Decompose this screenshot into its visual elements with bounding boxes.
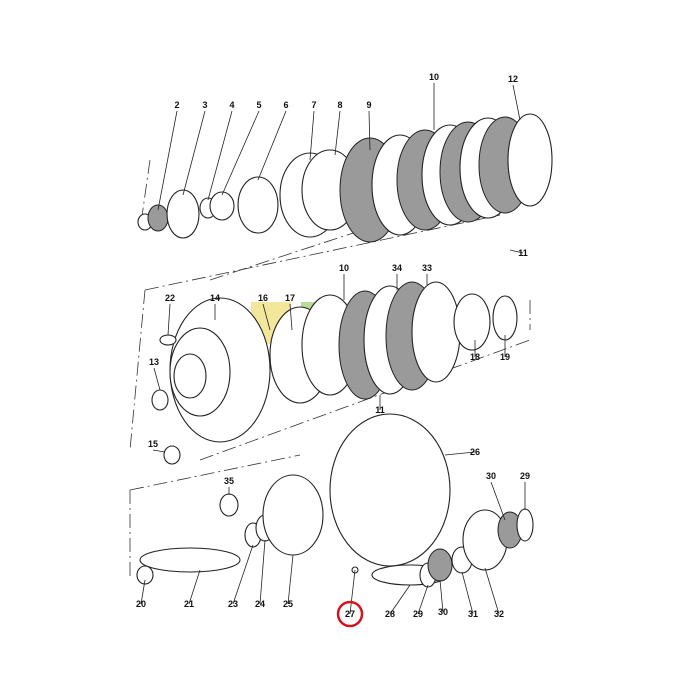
leader-line-30 (439, 579, 444, 613)
part-carrier-26 (329, 413, 451, 567)
part-bearing-housing (166, 189, 200, 239)
part-spring (453, 293, 491, 351)
leader-line-15 (152, 449, 166, 453)
leader-line-25 (287, 554, 294, 605)
part-label-35: 35 (224, 476, 234, 486)
part-label-15: 15 (148, 439, 158, 449)
leader-line-2 (157, 110, 178, 211)
part-label-8: 8 (337, 100, 342, 110)
leader-line-28 (389, 584, 411, 615)
part-label-13: 13 (149, 357, 159, 367)
leader-line-8 (334, 110, 341, 156)
part-label-25: 25 (283, 599, 293, 609)
part-label-29: 29 (520, 471, 530, 481)
parts-group (136, 113, 553, 588)
part-shaft-21 (139, 547, 241, 573)
part-end-plate (507, 113, 553, 207)
part-label-31: 31 (468, 609, 478, 619)
part-hub-bore (173, 353, 207, 399)
part-piston-ring (237, 176, 279, 234)
leader-line-20 (140, 579, 146, 605)
part-label-30: 30 (438, 607, 448, 617)
part-label-26: 26 (470, 447, 480, 457)
part-label-6: 6 (283, 100, 288, 110)
part-label-11: 11 (518, 248, 528, 258)
leader-line-7 (309, 110, 315, 161)
part-label-14: 14 (210, 293, 220, 303)
leader-line-3 (182, 110, 206, 196)
part-label-33: 33 (422, 263, 432, 273)
leader-line-31 (461, 571, 474, 615)
leader-line-24 (259, 539, 266, 605)
part-label-9: 9 (366, 100, 371, 110)
leader-line-23 (232, 544, 254, 605)
part-label-32: 32 (494, 609, 504, 619)
part-label-20: 20 (136, 599, 146, 609)
part-bearing-30 (427, 548, 453, 582)
part-label-29: 29 (413, 609, 423, 619)
part-label-4: 4 (229, 100, 234, 110)
part-label-2: 2 (174, 100, 179, 110)
part-label-10: 10 (429, 72, 439, 82)
part-label-3: 3 (202, 100, 207, 110)
part-spacer (209, 191, 235, 221)
part-label-23: 23 (228, 599, 238, 609)
part-bolt (159, 334, 177, 346)
part-retainer (492, 295, 518, 341)
leader-line-22 (167, 303, 171, 336)
leader-line-6 (257, 110, 287, 181)
part-plate-33 (411, 281, 461, 383)
part-washer-29b (516, 508, 534, 542)
leader-line-12 (512, 84, 521, 121)
part-label-27: 27 (345, 609, 355, 619)
leader-line-9 (368, 110, 371, 151)
leader-lines (140, 83, 526, 615)
part-washer-35 (219, 493, 239, 517)
highlight-circle-part-27 (336, 600, 364, 628)
part-snap-ring-20 (136, 565, 154, 585)
assembly-axes (129, 159, 546, 580)
leader-line-17 (289, 303, 293, 331)
leader-line-4 (207, 110, 233, 201)
leader-line-30 (490, 481, 506, 521)
leader-line-26 (444, 451, 476, 456)
leader-line-11 (509, 249, 524, 254)
part-label-16: 16 (258, 293, 268, 303)
part-label-11: 11 (375, 405, 385, 415)
part-label-19: 19 (500, 352, 510, 362)
leader-line-5 (221, 110, 260, 196)
part-label-5: 5 (256, 100, 261, 110)
part-plug (163, 445, 181, 465)
leader-line-29 (417, 584, 429, 615)
part-gear-25 (262, 474, 324, 556)
part-label-30: 30 (486, 471, 496, 481)
leader-line-13 (153, 367, 161, 391)
part-label-34: 34 (392, 263, 402, 273)
leader-line-27 (349, 569, 356, 615)
leader-line-32 (484, 567, 500, 615)
part-label-24: 24 (255, 599, 265, 609)
leader-line-21 (188, 569, 201, 605)
part-label-12: 12 (508, 74, 518, 84)
part-label-7: 7 (311, 100, 316, 110)
part-label-21: 21 (184, 599, 194, 609)
part-label-28: 28 (385, 609, 395, 619)
part-label-10: 10 (339, 263, 349, 273)
part-label-18: 18 (470, 352, 480, 362)
part-label-22: 22 (165, 293, 175, 303)
part-label-17: 17 (285, 293, 295, 303)
part-o-ring (151, 389, 169, 411)
leader-line-16 (262, 303, 271, 331)
